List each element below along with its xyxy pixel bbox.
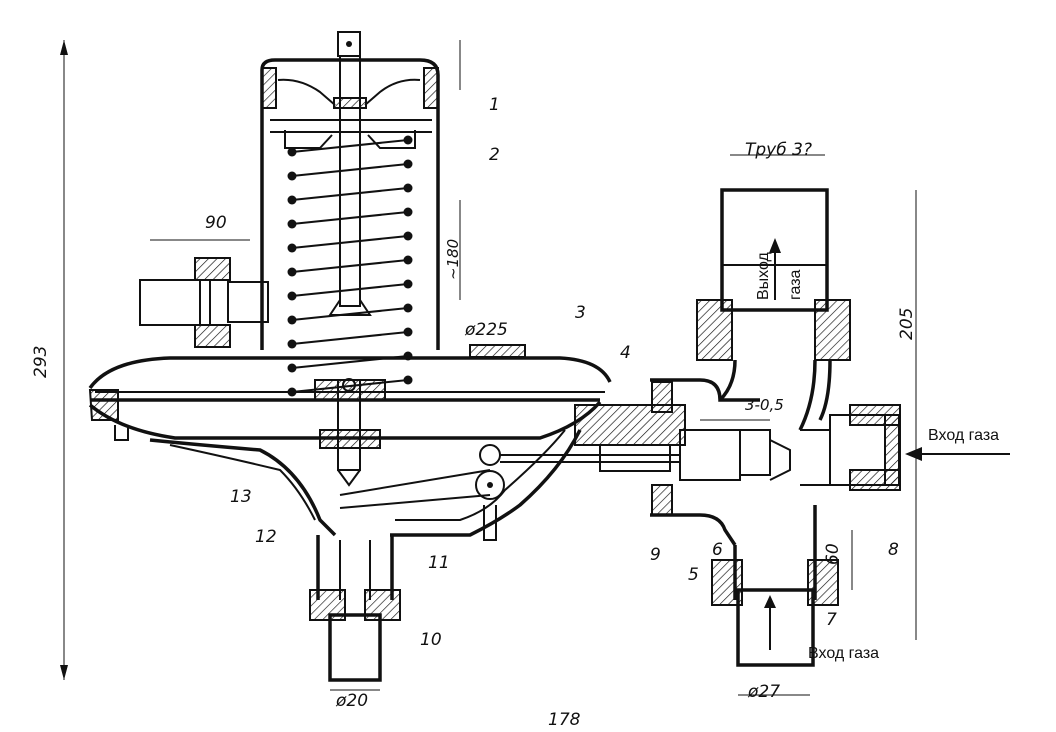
part-label-3: 3	[575, 303, 586, 323]
part-label-5: 5	[688, 565, 699, 585]
spring-coil-section	[403, 279, 413, 289]
adjusting-stem	[328, 31, 372, 316]
spring-coil-section	[403, 231, 413, 241]
spring-coil-section	[403, 159, 413, 169]
part-label-7: 7	[826, 610, 837, 630]
dim-205: 205	[897, 308, 917, 340]
spring-coil-section	[403, 207, 413, 217]
outlet-pipe	[696, 188, 851, 431]
spring-coil-section	[403, 183, 413, 193]
dimension-labels: ø225 90 ~180 293 205 60 3-0,5 178 ø20 ø2…	[31, 140, 917, 730]
part-label-11: 11	[428, 553, 450, 573]
impulse-pipe-bottom	[309, 535, 401, 682]
spring-coil	[291, 331, 409, 345]
spring-coil-section	[287, 339, 297, 349]
spring-coil-section	[287, 243, 297, 253]
spring-coil	[291, 307, 409, 321]
spring-coil	[291, 235, 409, 249]
spring-coil	[291, 283, 409, 297]
spring-coil-section	[287, 219, 297, 229]
dimension-lines	[60, 40, 917, 696]
dim-d20: ø20	[335, 691, 368, 711]
spring-coil-section	[287, 171, 297, 181]
inlet-bottom-label: Вход газа	[808, 645, 879, 662]
dim-293: 293	[31, 346, 51, 378]
outlet-label: Выход	[755, 251, 772, 300]
bottom-inlet-pipe	[711, 505, 839, 667]
part-label-9: 9	[650, 545, 661, 565]
spring-coil	[291, 211, 409, 225]
spring-coil-section	[287, 363, 297, 373]
spring-coil-section	[403, 135, 413, 145]
part-label-2: 2	[489, 145, 500, 165]
dim-pipe: Труб 3?	[745, 140, 812, 160]
upper-spring-seat	[284, 130, 416, 149]
part-label-1: 1	[489, 95, 500, 115]
main-spring	[287, 135, 413, 397]
central-valve-assembly	[314, 378, 386, 487]
part-label-12: 12	[255, 527, 277, 547]
dim-d27: ø27	[747, 682, 780, 702]
inlet-right-label: Вход газа	[928, 427, 999, 444]
spring-coil	[291, 163, 409, 177]
spring-coil-section	[403, 375, 413, 385]
flow-labels: Выход газа Вход газа Вход газа	[755, 251, 999, 662]
part-label-8: 8	[888, 540, 899, 560]
dim-90: 90	[205, 213, 227, 233]
part-label-6: 6	[712, 540, 723, 560]
lever-mechanism	[339, 444, 680, 541]
right-inlet-fitting	[800, 404, 901, 491]
dim-180: ~180	[444, 239, 462, 280]
spring-coil-section	[287, 315, 297, 325]
part-label-4: 4	[620, 343, 631, 363]
spring-coil-section	[403, 303, 413, 313]
dim-d225: ø225	[464, 320, 508, 340]
side-port-fitting	[139, 257, 269, 348]
spring-coil-section	[403, 255, 413, 265]
spring-coil-section	[287, 291, 297, 301]
part-labels: 1 2 3 4 5 6 7 8 9 10 11 12 13	[230, 95, 899, 650]
spring-coil-section	[287, 147, 297, 157]
part-label-10: 10	[420, 630, 442, 650]
spring-coil	[291, 187, 409, 201]
part-label-13: 13	[230, 487, 252, 507]
dim-gap: 3-0,5	[745, 396, 784, 414]
spring-coil	[291, 259, 409, 273]
spring-housing	[260, 58, 440, 350]
outlet-gas-label: газа	[787, 269, 804, 300]
spring-coil	[291, 139, 409, 153]
dim-178: 178	[548, 710, 581, 730]
spring-coil-section	[287, 195, 297, 205]
spring-coil-section	[403, 327, 413, 337]
spring-coil-section	[287, 267, 297, 277]
flow-arrows	[769, 238, 1010, 461]
dim-60: 60	[823, 543, 843, 565]
